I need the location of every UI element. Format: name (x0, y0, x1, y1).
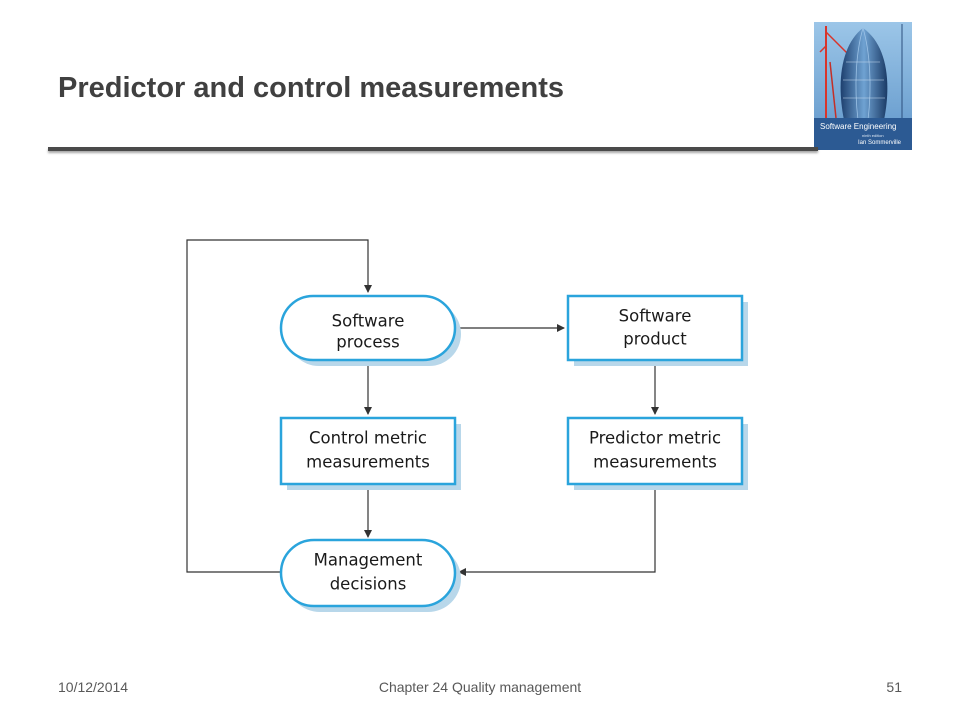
footer-page-number: 51 (886, 679, 902, 695)
connectors (186, 239, 659, 576)
node-control-metric-line2: measurements (306, 453, 430, 472)
node-management-decisions-line1: Management (314, 551, 423, 570)
predictor-to-decisions-arrow (458, 484, 656, 576)
feedback-loop-arrow (186, 239, 372, 573)
node-software-product-line1: Software (619, 307, 692, 326)
node-control-metric-line1: Control metric (309, 429, 427, 448)
node-predictor-metric-measurements: Predictor metric measurements (566, 416, 748, 490)
book-cover-illustration (814, 22, 912, 150)
node-management-decisions: Management decisions (279, 538, 461, 612)
node-predictor-metric-line2: measurements (593, 453, 717, 472)
node-management-decisions-line2: decisions (330, 575, 407, 594)
node-predictor-metric-line1: Predictor metric (589, 429, 721, 448)
node-software-process-line1: Software (332, 312, 405, 331)
slide-title: Predictor and control measurements (58, 72, 565, 104)
book-cover-edition: ninth edition (862, 133, 884, 138)
node-software-process: Software process (279, 294, 461, 366)
footer-chapter: Chapter 24 Quality management (378, 679, 582, 695)
node-software-process-line2: process (336, 333, 399, 352)
footer-date: 10/12/2014 (58, 679, 129, 695)
node-software-product-line2: product (623, 330, 687, 349)
title-divider (48, 147, 818, 151)
book-cover-image: Software Engineering ninth edition Ian S… (814, 22, 912, 150)
book-cover-author: Ian Sommerville (858, 140, 902, 146)
node-software-product: Software product (566, 294, 748, 366)
book-cover-title: Software Engineering (820, 122, 897, 131)
node-control-metric-measurements: Control metric measurements (279, 416, 461, 490)
